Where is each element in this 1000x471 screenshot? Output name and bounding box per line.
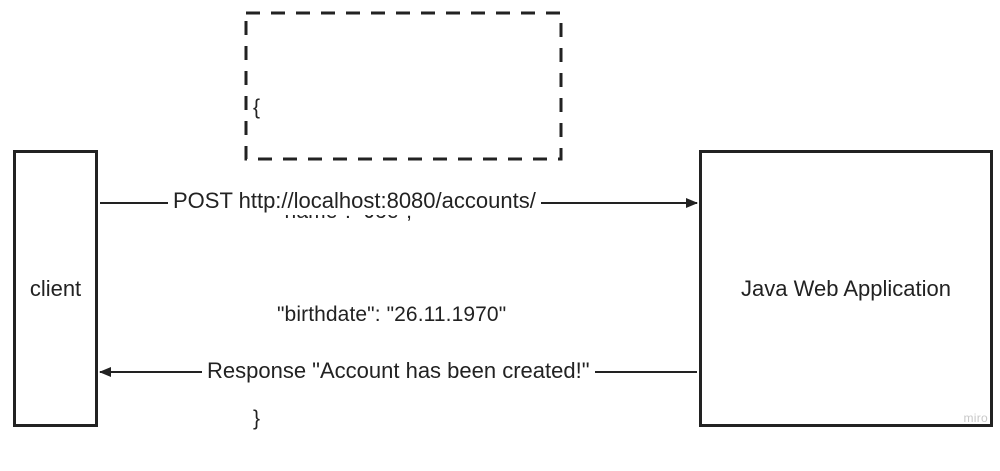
json-line-open: {: [253, 96, 261, 119]
java-web-application-node: Java Web Application: [699, 150, 993, 427]
client-node: client: [13, 150, 98, 427]
json-line-close: }: [253, 406, 261, 430]
json-payload-border: [244, 11, 563, 161]
client-label: client: [29, 275, 82, 301]
miro-watermark: miro: [963, 411, 988, 425]
response-label: Response "Account has been created!": [202, 357, 595, 385]
json-line-birthdate: "birthdate": "26.11.1970": [277, 303, 507, 326]
json-payload-text: { "name": "Joe", "birthdate": "26.11.197…: [253, 22, 506, 471]
post-request-label: POST http://localhost:8080/accounts/: [168, 187, 541, 215]
java-web-application-label: Java Web Application: [741, 275, 951, 301]
